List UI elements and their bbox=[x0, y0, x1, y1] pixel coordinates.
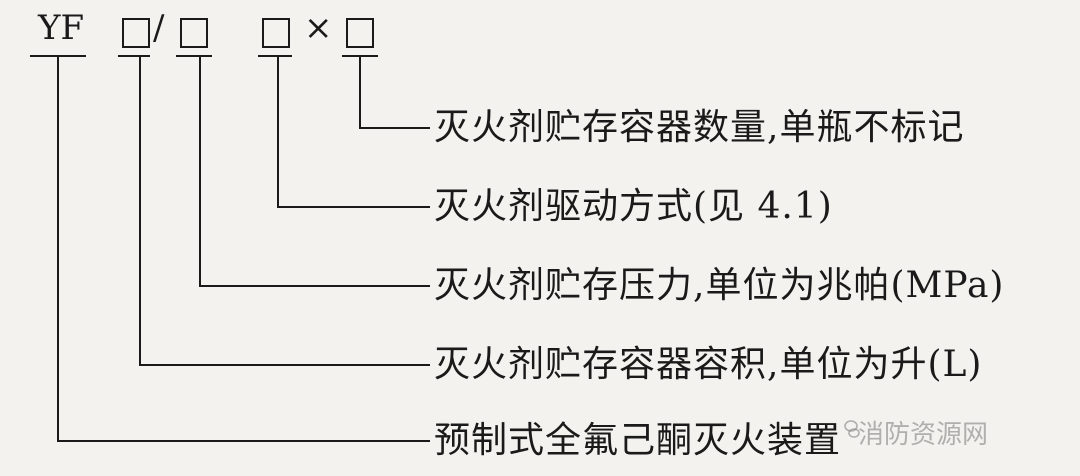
leader-pressure bbox=[199, 56, 430, 287]
code-box-quantity bbox=[346, 18, 374, 48]
code-prefix: YF bbox=[38, 8, 85, 48]
code-box-pressure bbox=[180, 18, 208, 48]
desc-container-quantity: 灭火剂贮存容器数量,单瓶不标记 bbox=[434, 107, 965, 148]
code-box-volume bbox=[122, 18, 150, 48]
desc-drive-mode: 灭火剂驱动方式(见 4.1) bbox=[434, 186, 833, 227]
leader-volume bbox=[139, 56, 430, 366]
leader-drive bbox=[277, 56, 430, 208]
watermark-text: 消防资源网 bbox=[858, 420, 989, 450]
wechat-icon bbox=[844, 420, 860, 438]
leader-prefix bbox=[57, 56, 430, 442]
desc-storage-pressure: 灭火剂贮存压力,单位为兆帕(MPa) bbox=[434, 265, 1005, 306]
leader-quantity bbox=[359, 56, 430, 129]
code-slash: / bbox=[153, 8, 165, 48]
desc-device-name: 预制式全氟己酮灭火装置 bbox=[434, 420, 842, 461]
desc-container-volume: 灭火剂贮存容器容积,单位为升(L) bbox=[434, 344, 983, 385]
code-times: × bbox=[304, 8, 333, 48]
code-box-drive bbox=[262, 18, 290, 48]
